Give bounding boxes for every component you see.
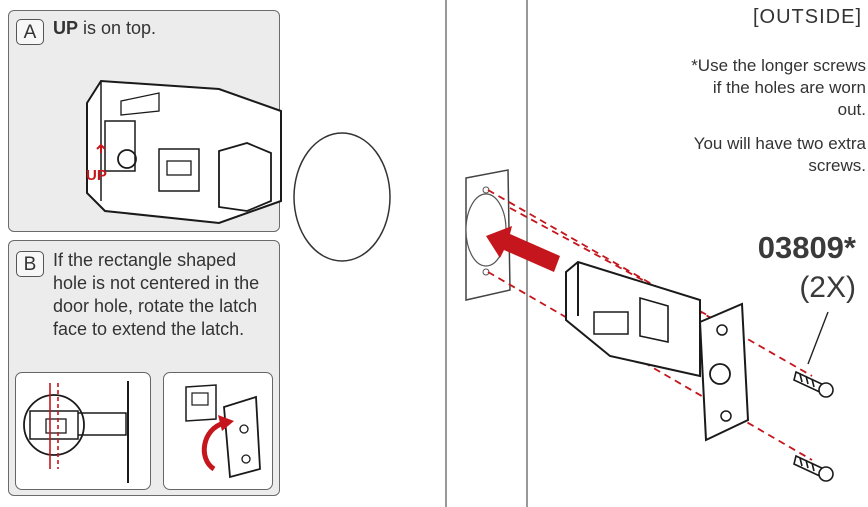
latch-closeup-drawing [86,79,282,225]
panel-a-instruction-rest: is on top. [78,18,157,38]
screw-icon [793,370,834,398]
insert-arrow-icon [486,226,560,272]
up-label: UP [86,167,107,184]
door-hole [293,132,391,262]
outside-label: [OUTSIDE] [752,6,862,28]
up-emphasis: UP [53,18,79,38]
step-badge-a: A [16,19,44,45]
latch-drawing [565,260,750,442]
panel-a-instruction: UP is on top. [53,17,156,40]
rotate-diagram [163,372,273,490]
centering-diagram [15,372,151,490]
quantity-label: (2X) [799,271,856,304]
panel-b-instruction: If the rectangle shaped hole is not cent… [53,250,260,339]
panel-a: A UP is on top. UP [8,10,282,232]
latch-rotate-drawing [185,384,261,479]
part-number: 03809* [757,230,856,265]
rotate-arrow-icon [201,420,225,472]
screw-icon [793,454,834,482]
step-badge-b: B [16,251,44,277]
latch-centering-drawing [23,381,129,483]
panel-b: B If the rectangle shaped hole is not ce… [8,240,280,496]
longer-screws-note: *Use the longer screws if the holes are … [691,56,866,119]
extra-screws-note: You will have two extra screws. [693,134,866,175]
